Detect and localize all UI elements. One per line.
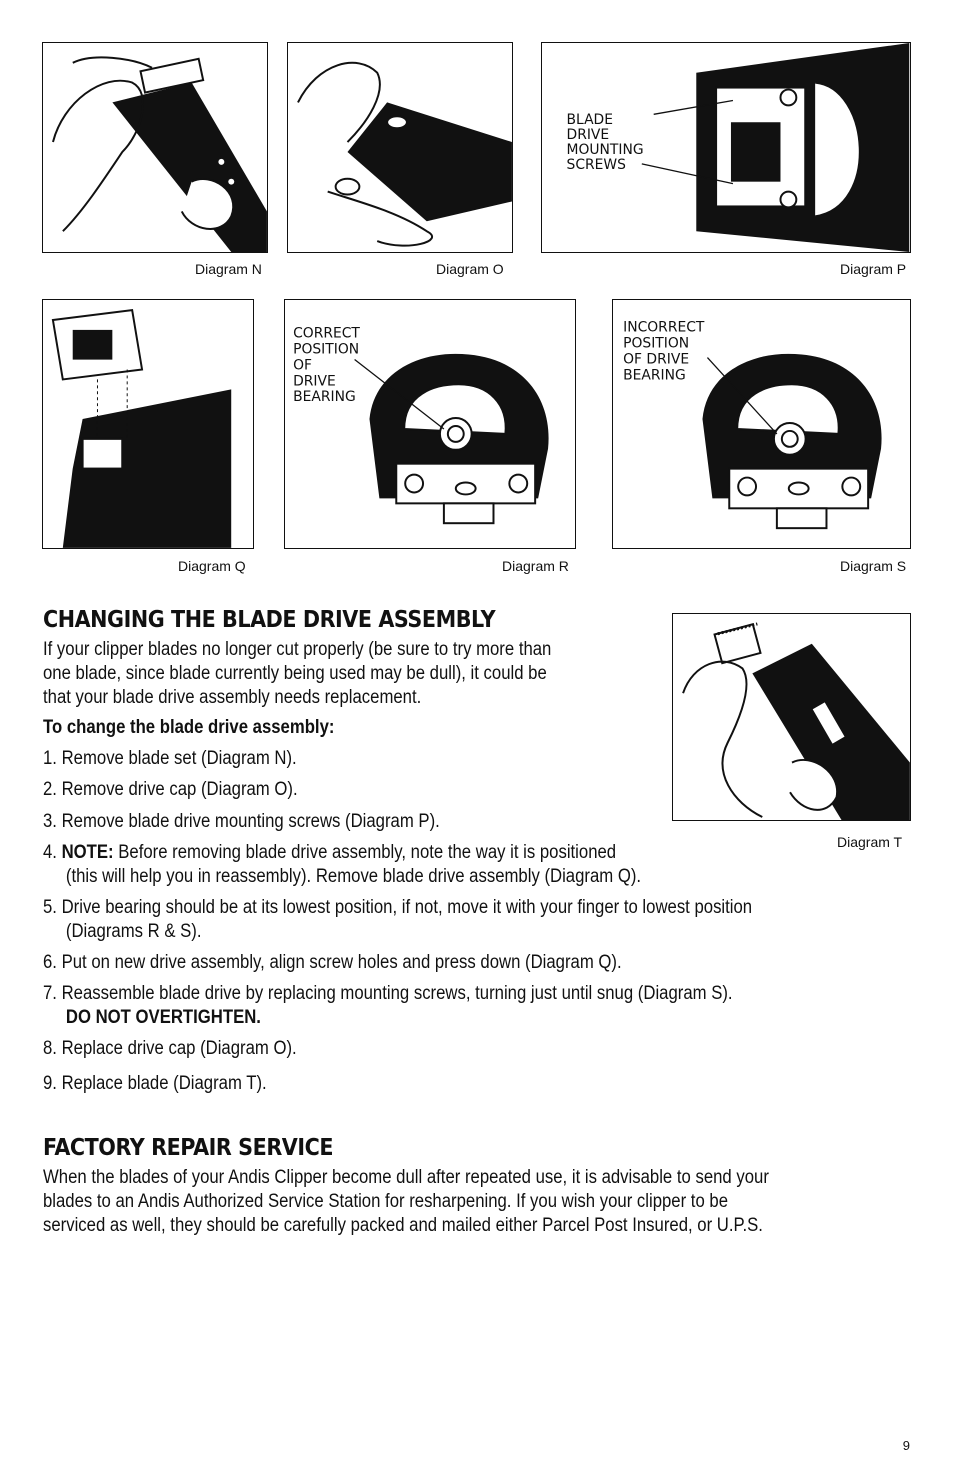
- diagram-r-caption: Diagram R: [502, 558, 569, 574]
- diagram-n-image: [42, 42, 268, 253]
- svg-text:DRIVE: DRIVE: [567, 127, 610, 143]
- svg-text:OF DRIVE: OF DRIVE: [623, 351, 689, 367]
- callout-r-line4: DRIVE: [293, 373, 336, 389]
- step-2: 2. Remove drive cap (Diagram O).: [43, 779, 298, 800]
- svg-text:BLADE: BLADE: [567, 112, 613, 128]
- section1-intro: If your clipper blades no longer cut pro…: [43, 638, 551, 710]
- callout-p-line1: BLADE: [567, 112, 613, 128]
- section2-body-line3: serviced as well, they should be careful…: [43, 1215, 763, 1236]
- step-7: 7. Reassemble blade drive by replacing m…: [43, 982, 733, 1030]
- diagram-t-caption: Diagram T: [837, 834, 903, 850]
- step-5-line1: 5. Drive bearing should be at its lowest…: [43, 897, 753, 918]
- svg-text:POSITION: POSITION: [293, 342, 359, 358]
- section1-intro-line3: that your blade drive assembly needs rep…: [43, 687, 422, 708]
- diagram-o-image: [287, 42, 513, 253]
- section2-body: When the blades of your Andis Clipper be…: [43, 1166, 769, 1238]
- step-4-number: 4.: [43, 842, 62, 863]
- callout-p-line4: SCREWS: [567, 157, 627, 173]
- step-5-line2: (Diagrams R & S).: [65, 921, 202, 942]
- step-9: 9. Replace blade (Diagram T).: [43, 1073, 267, 1094]
- section1-intro-line2: one blade, since blade currently being u…: [43, 663, 547, 684]
- section1-intro-line1: If your clipper blades no longer cut pro…: [43, 639, 552, 660]
- section2-body-line2: blades to an Andis Authorized Service St…: [43, 1191, 728, 1212]
- section-heading-blade-drive: CHANGING THE BLADE DRIVE ASSEMBLY: [43, 607, 496, 633]
- step-1: 1. Remove blade set (Diagram N).: [43, 748, 297, 769]
- callout-s-line1: INCORRECT: [623, 320, 705, 336]
- step-4-line2: (this will help you in reassembly). Remo…: [65, 866, 642, 887]
- svg-text:DRIVE: DRIVE: [293, 373, 336, 389]
- step-3: 3. Remove blade drive mounting screws (D…: [43, 811, 440, 832]
- diagram-n-caption: Diagram N: [195, 261, 262, 277]
- svg-text:SCREWS: SCREWS: [567, 157, 627, 173]
- callout-p-line3: MOUNTING: [567, 142, 644, 158]
- diagram-q-image: [42, 299, 254, 549]
- step-4: 4. NOTE: Before removing blade drive ass…: [43, 841, 641, 889]
- step-8: 8. Replace drive cap (Diagram O).: [43, 1038, 297, 1059]
- svg-text:BEARING: BEARING: [623, 367, 686, 383]
- diagram-s-caption: Diagram S: [840, 558, 907, 574]
- diagram-p-caption: Diagram P: [840, 261, 907, 277]
- step-4-line1: Before removing blade drive assembly, no…: [113, 842, 617, 863]
- diagram-t-image: [672, 613, 911, 821]
- callout-s-line2: POSITION: [623, 336, 689, 352]
- svg-text:OF: OF: [293, 357, 312, 373]
- step-7-line1: 7. Reassemble blade drive by replacing m…: [43, 983, 733, 1004]
- section1-subheading: To change the blade drive assembly:: [43, 717, 335, 738]
- callout-s-line4: BEARING: [623, 367, 686, 383]
- page-number: 9: [902, 1438, 910, 1453]
- callout-r-line2: POSITION: [293, 342, 359, 358]
- step-4-note-label: NOTE:: [61, 842, 114, 863]
- step-7-line2: DO NOT OVERTIGHTEN.: [65, 1007, 261, 1028]
- svg-text:INCORRECT: INCORRECT: [623, 320, 705, 336]
- callout-r-line1: CORRECT: [293, 326, 360, 342]
- section2-body-line1: When the blades of your Andis Clipper be…: [43, 1167, 769, 1188]
- callout-p-line2: DRIVE: [567, 127, 610, 143]
- callout-r-line3: OF: [293, 357, 312, 373]
- callout-s-line3: OF DRIVE: [623, 351, 689, 367]
- diagram-o-caption: Diagram O: [436, 261, 504, 277]
- diagram-p-image: BLADE DRIVE MOUNTING SCREWS: [541, 42, 911, 253]
- step-5: 5. Drive bearing should be at its lowest…: [43, 896, 752, 944]
- svg-text:MOUNTING: MOUNTING: [567, 142, 644, 158]
- svg-text:POSITION: POSITION: [623, 336, 689, 352]
- callout-r-line5: BEARING: [293, 389, 356, 405]
- svg-text:CORRECT: CORRECT: [293, 326, 360, 342]
- section-heading-factory-repair: FACTORY REPAIR SERVICE: [43, 1135, 334, 1161]
- step-6: 6. Put on new drive assembly, align scre…: [43, 952, 622, 973]
- diagram-s-image: INCORRECT POSITION OF DRIVE BEARING: [612, 299, 911, 549]
- svg-text:BEARING: BEARING: [293, 389, 356, 405]
- diagram-q-caption: Diagram Q: [178, 558, 246, 574]
- diagram-r-image: CORRECT POSITION OF DRIVE BEARING: [284, 299, 576, 549]
